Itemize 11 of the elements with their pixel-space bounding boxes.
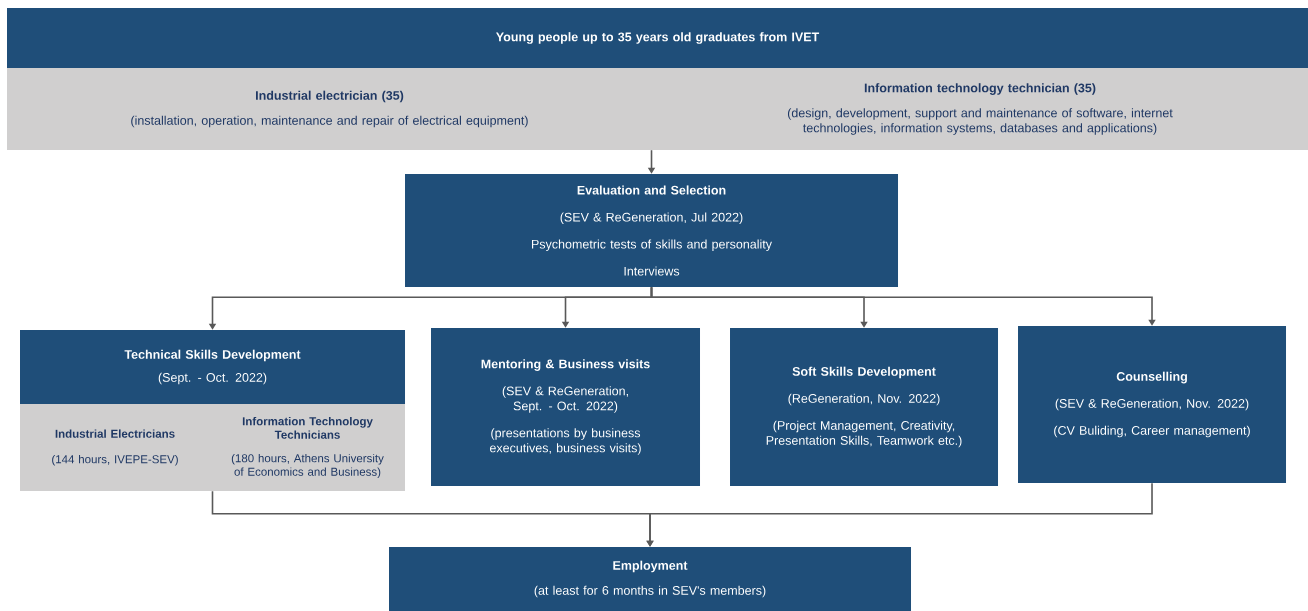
category-text: Information technology technician (35) (design, development, support and maintenance of software, internet technologies, information systems, databases and applications)	[787, 83, 1173, 135]
arrow	[650, 286, 1156, 326]
process-box: Evaluation and Selection (SEV & ReGeneration, Jul 2022) Psychometric tests of skills and personality Interviews	[405, 174, 898, 287]
track-text: Industrial Electricians (144 hours, IVEPE-SEV)	[52, 429, 178, 466]
arrow	[646, 482, 1153, 547]
category-text: Industrial electrician (35) (installation, operation, maintenance and repair of electrical equipment)	[131, 90, 528, 128]
process-box: Counselling (SEV & ReGeneration, Nov. 2022) (CV Buliding, Career management)	[1018, 326, 1286, 483]
process-box: Employment (at least for 6 months in SEV's members)	[389, 547, 911, 611]
track-text: Information Technology Technicians (180 hours, Athens University of Economics and Business)	[231, 416, 384, 479]
process-box: Mentoring & Business visits (SEV & ReGeneration, Sept. - Oct. 2022) (presentations by business executives, business visits)	[431, 328, 700, 486]
process-box: Soft Skills Development (ReGeneration, Nov. 2022) (Project Management, Creativity, Presentation Skills, Teamwork etc.)	[730, 328, 998, 486]
